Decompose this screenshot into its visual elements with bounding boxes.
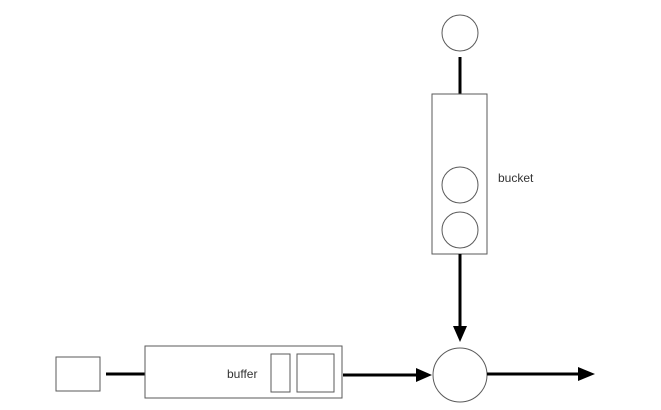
bucket-token-1 (441, 166, 479, 204)
buffer-output-arrow (343, 368, 432, 382)
merge-circle (432, 347, 488, 403)
bucket-token-2 (441, 211, 479, 249)
bucket (431, 93, 488, 255)
buffer (144, 345, 343, 399)
buffer-label: buffer (227, 367, 257, 381)
buffer-slot-2 (296, 353, 335, 393)
token-source-circle (441, 14, 479, 52)
bucket-output-arrow (453, 254, 467, 342)
buffer-slot-1 (270, 353, 291, 393)
output-arrow (487, 367, 595, 381)
bucket-label: bucket (498, 171, 534, 185)
incoming-packet (55, 356, 101, 392)
